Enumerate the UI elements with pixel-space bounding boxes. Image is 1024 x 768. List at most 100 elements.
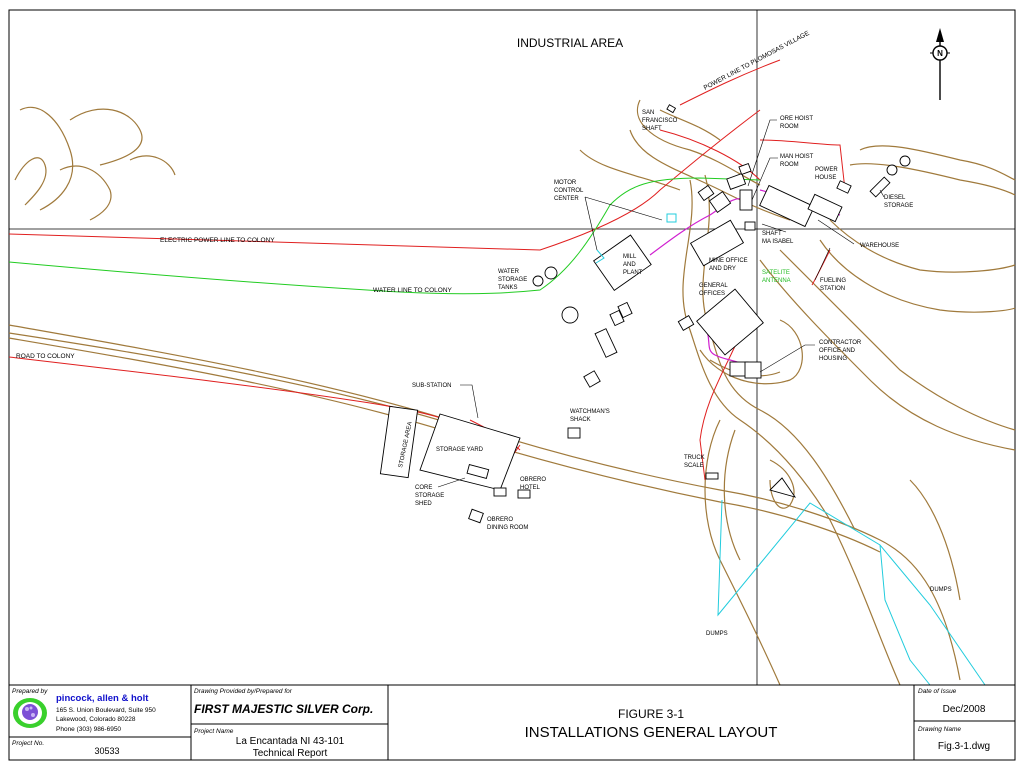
date-caption: Date of Issue: [918, 688, 957, 695]
building: [738, 162, 752, 176]
pah-logo-icon: [13, 698, 47, 728]
water-line: [8, 177, 761, 295]
contractor-label-1: CONTRACTOR: [819, 340, 862, 346]
mine-office-building: [689, 219, 745, 267]
truck-scale-label-1: TRUCK: [684, 455, 705, 461]
buildings: [379, 104, 911, 524]
contractor-label-2: OFFICE AND: [819, 348, 856, 354]
drawing-frame: [8, 9, 1016, 761]
mill-and-plant-building: [593, 234, 652, 291]
mine-office-label-1: MINE OFFICE: [709, 258, 748, 264]
building: [594, 328, 618, 358]
water-line-label: WATER LINE TO COLONY: [373, 287, 453, 294]
water-tanks-label-3: TANKS: [498, 285, 518, 291]
dumps-right-label: DUMPS: [930, 587, 952, 593]
mill-label-3: PLANT: [623, 270, 643, 276]
core-storage-label-2: STORAGE: [415, 493, 444, 499]
building: [697, 184, 715, 202]
general-offices-building: [696, 288, 764, 356]
satellite-label-1: SATELITE: [762, 270, 790, 276]
man-hoist-label-2: ROOM: [780, 162, 799, 168]
obrero-dining-building: [468, 508, 484, 524]
building: [836, 180, 852, 194]
building: [677, 315, 695, 331]
truck-scale: [705, 472, 719, 480]
client-name: FIRST MAJESTIC SILVER Corp.: [194, 702, 373, 716]
building: [769, 477, 797, 498]
obrero-hotel-building: [517, 489, 531, 499]
motor-control-structure: [666, 213, 677, 223]
power-house-label-1: POWER: [815, 167, 838, 173]
ore-hoist-building: [739, 189, 753, 211]
diesel-label-1: DIESEL: [884, 195, 906, 201]
core-storage-label-1: CORE: [415, 485, 432, 491]
obrero-hotel-label-1: OBRERO: [520, 477, 546, 483]
company-address-1: 165 S. Union Boulevard, Suite 950: [56, 707, 156, 714]
figure-number: FIGURE 3-1: [618, 707, 684, 721]
man-hoist-label-1: MAN HOIST: [780, 154, 814, 160]
dumps-center-label: DUMPS: [706, 631, 728, 637]
sub-station-label: SUB-STATION: [412, 383, 451, 389]
power-house-building: [759, 184, 815, 228]
drawing-name: Fig.3-1.dwg: [938, 741, 990, 752]
san-francisco-label-1: SAN: [642, 110, 654, 116]
power-lines: [8, 59, 846, 486]
north-letter: N: [937, 49, 943, 58]
company-name: pincock, allen & holt: [56, 693, 149, 704]
water-tanks-label-1: WATER: [498, 269, 520, 275]
ore-hoist-label-1: ORE HOIST: [780, 116, 813, 122]
water-tank: [532, 275, 544, 287]
project-name-caption: Project Name: [194, 728, 234, 735]
water-tanks-label-2: STORAGE: [498, 277, 527, 283]
project-number: 30533: [94, 746, 119, 756]
san-francisco-label-3: SHAFT: [642, 126, 662, 132]
electric-power-line-label: ELECTRIC POWER LINE TO COLONY: [160, 237, 275, 244]
leader-lines: [437, 119, 885, 488]
power-house-label-2: HOUSE: [815, 175, 836, 181]
motor-control-label-3: CENTER: [554, 196, 579, 202]
water-structure: [595, 249, 605, 264]
general-offices-label-1: GENERAL: [699, 283, 728, 289]
drawing-name-caption: Drawing Name: [918, 726, 961, 733]
area-title: INDUSTRIAL AREA: [517, 36, 623, 50]
issue-date: Dec/2008: [943, 704, 986, 715]
building: [617, 301, 633, 319]
figure-title: INSTALLATIONS GENERAL LAYOUT: [525, 724, 778, 741]
tank: [899, 155, 911, 167]
general-offices-label-2: OFFICES: [699, 291, 725, 297]
shaft-mark: [744, 221, 756, 231]
obrero-hotel-label-2: HOTEL: [520, 485, 541, 491]
company-phone: Phone (303) 986-6950: [56, 726, 121, 733]
core-storage-shed: [466, 463, 490, 479]
dump-boundary: [717, 499, 986, 686]
watchmans-shack: [567, 427, 581, 439]
core-storage-label-3: SHED: [415, 501, 432, 507]
project-name-line-2: Technical Report: [253, 748, 328, 759]
mill-label-2: AND: [623, 262, 636, 268]
motor-control-label-1: MOTOR: [554, 180, 577, 186]
obrero-dining-label-1: OBRERO: [487, 517, 513, 523]
san-francisco-label-2: FRANCISCO: [642, 118, 678, 124]
obrero-dining-label-2: DINING ROOM: [487, 525, 528, 531]
warehouse-building: [807, 193, 843, 223]
company-address-2: Lakewood, Colorado 80228: [56, 716, 136, 723]
tank: [561, 306, 579, 324]
fueling-label-1: FUELING: [820, 278, 846, 284]
title-block: [9, 684, 1015, 760]
mill-label-1: MILL: [623, 254, 637, 260]
truck-scale-label-2: SCALE: [684, 463, 704, 469]
obrero-hotel-building: [493, 487, 507, 497]
motor-control-label-2: CONTROL: [554, 188, 584, 194]
satellite-label-2: ANTENNA: [762, 278, 791, 284]
project-no-caption: Project No.: [12, 740, 44, 747]
building: [609, 309, 625, 327]
provided-caption: Drawing Provided by/Prepared for: [194, 688, 293, 695]
water-tank: [544, 266, 558, 280]
ore-hoist-label-2: ROOM: [780, 124, 799, 130]
project-name-line-1: La Encantada NI 43-101: [236, 736, 345, 747]
diesel-storage-building: [869, 176, 891, 198]
road-label: ROAD TO COLONY: [16, 353, 75, 360]
fueling-label-2: STATION: [820, 286, 845, 292]
roads: [8, 99, 1016, 686]
